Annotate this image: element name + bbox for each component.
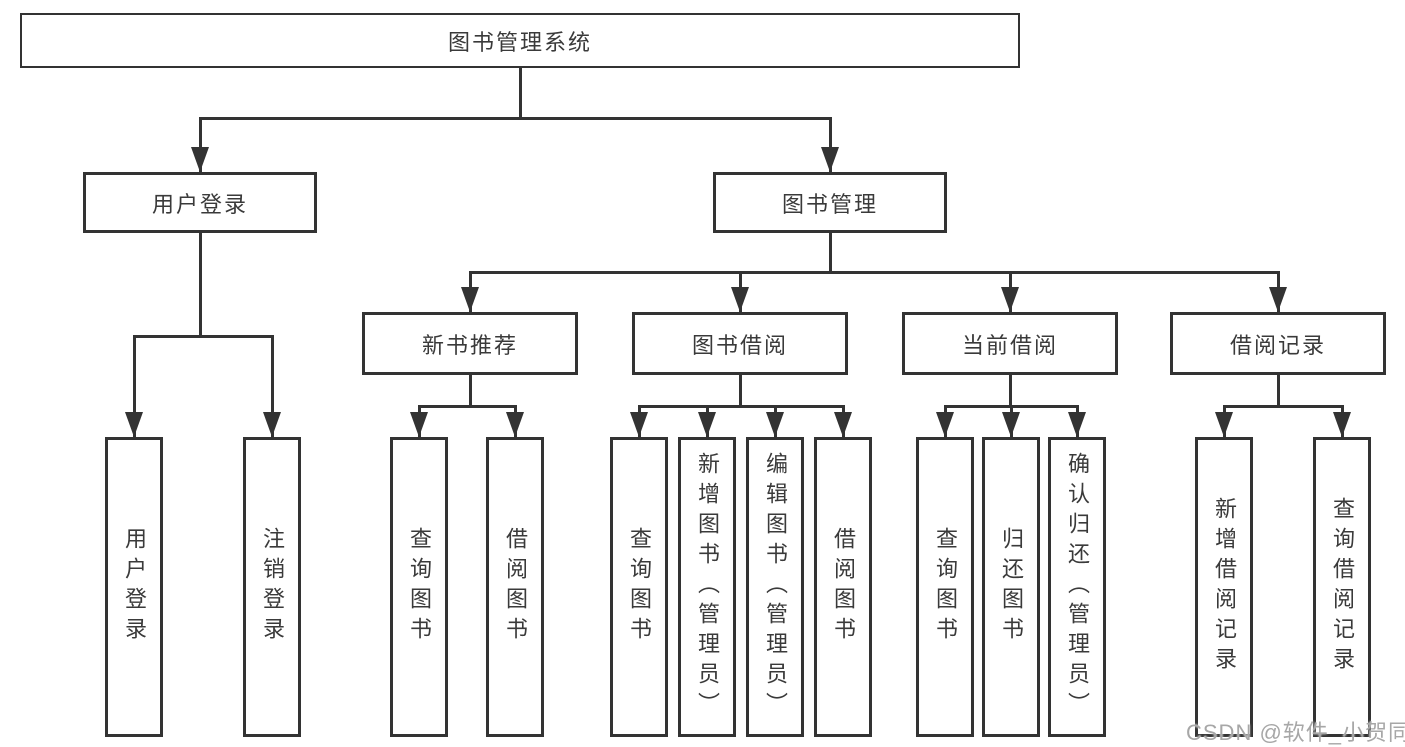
arrow-down-icon — [1215, 412, 1233, 437]
leaf-label: 查询图书 — [407, 527, 432, 647]
leaf-label: 确认归还（管理员） — [1065, 452, 1090, 722]
connector-line — [829, 117, 832, 172]
leaf-query-books-borrowing: 查询图书 — [610, 437, 668, 737]
leaf-add-borrow-record: 新增借阅记录 — [1195, 437, 1253, 737]
arrow-down-icon — [191, 147, 209, 172]
leaf-edit-books-admin: 编辑图书（管理员） — [746, 437, 804, 737]
arrow-down-icon — [1001, 287, 1019, 312]
leaf-label: 归还图书 — [999, 527, 1024, 647]
arrow-down-icon — [630, 412, 648, 437]
leaf-label: 用户登录 — [122, 527, 147, 647]
connector-line — [199, 117, 202, 172]
arrow-down-icon — [1068, 412, 1086, 437]
leaf-user-login: 用户登录 — [105, 437, 163, 737]
connector-line — [199, 117, 832, 120]
arrow-down-icon — [731, 287, 749, 312]
leaf-label: 新增图书（管理员） — [695, 452, 720, 722]
leaf-label: 借阅图书 — [831, 527, 856, 647]
arrow-down-icon — [834, 412, 852, 437]
connector-line — [739, 373, 742, 408]
leaf-borrow-books-recommend: 借阅图书 — [486, 437, 544, 737]
leaf-label: 查询图书 — [933, 527, 958, 647]
leaf-label: 编辑图书（管理员） — [763, 452, 788, 722]
arrow-down-icon — [1269, 287, 1287, 312]
connector-line — [829, 231, 832, 274]
arrow-down-icon — [410, 412, 428, 437]
connector-line — [469, 373, 472, 408]
arrow-down-icon — [936, 412, 954, 437]
connector-line — [519, 66, 522, 120]
connector-line — [1277, 373, 1280, 408]
arrow-down-icon — [263, 412, 281, 437]
leaf-borrow-books-borrowing: 借阅图书 — [814, 437, 872, 737]
arrow-down-icon — [1002, 412, 1020, 437]
leaf-add-books-admin: 新增图书（管理员） — [678, 437, 736, 737]
node-borrowing-records: 借阅记录 — [1170, 312, 1386, 375]
connector-line — [133, 335, 136, 437]
connector-line — [1223, 405, 1344, 408]
arrow-down-icon — [766, 412, 784, 437]
arrow-down-icon — [506, 412, 524, 437]
node-book-borrowing: 图书借阅 — [632, 312, 848, 375]
leaf-query-books-recommend: 查询图书 — [390, 437, 448, 737]
node-current-borrowing: 当前借阅 — [902, 312, 1118, 375]
leaf-return-books: 归还图书 — [982, 437, 1040, 737]
arrow-down-icon — [821, 147, 839, 172]
leaf-label: 借阅图书 — [503, 527, 528, 647]
leaf-query-books-current: 查询图书 — [916, 437, 974, 737]
node-new-book-recommendation: 新书推荐 — [362, 312, 578, 375]
leaf-confirm-return-admin: 确认归还（管理员） — [1048, 437, 1106, 737]
arrow-down-icon — [1333, 412, 1351, 437]
arrow-down-icon — [461, 287, 479, 312]
node-book-management: 图书管理 — [713, 172, 947, 233]
connector-line — [271, 335, 274, 437]
connector-line — [199, 231, 202, 338]
leaf-label: 新增借阅记录 — [1212, 497, 1237, 677]
connector-line — [1009, 373, 1012, 408]
leaf-label: 查询借阅记录 — [1330, 497, 1355, 677]
leaf-query-borrow-record: 查询借阅记录 — [1313, 437, 1371, 737]
connector-line — [638, 405, 845, 408]
leaf-logout: 注销登录 — [243, 437, 301, 737]
node-user-login: 用户登录 — [83, 172, 317, 233]
node-book-management-system: 图书管理系统 — [20, 13, 1020, 68]
arrow-down-icon — [125, 412, 143, 437]
connector-line — [469, 271, 1280, 274]
leaf-label: 查询图书 — [627, 527, 652, 647]
arrow-down-icon — [698, 412, 716, 437]
leaf-label: 注销登录 — [260, 527, 285, 647]
connector-line — [133, 335, 274, 338]
watermark: CSDN @软件_小贺同学 — [1186, 720, 1405, 745]
connector-line — [418, 405, 517, 408]
